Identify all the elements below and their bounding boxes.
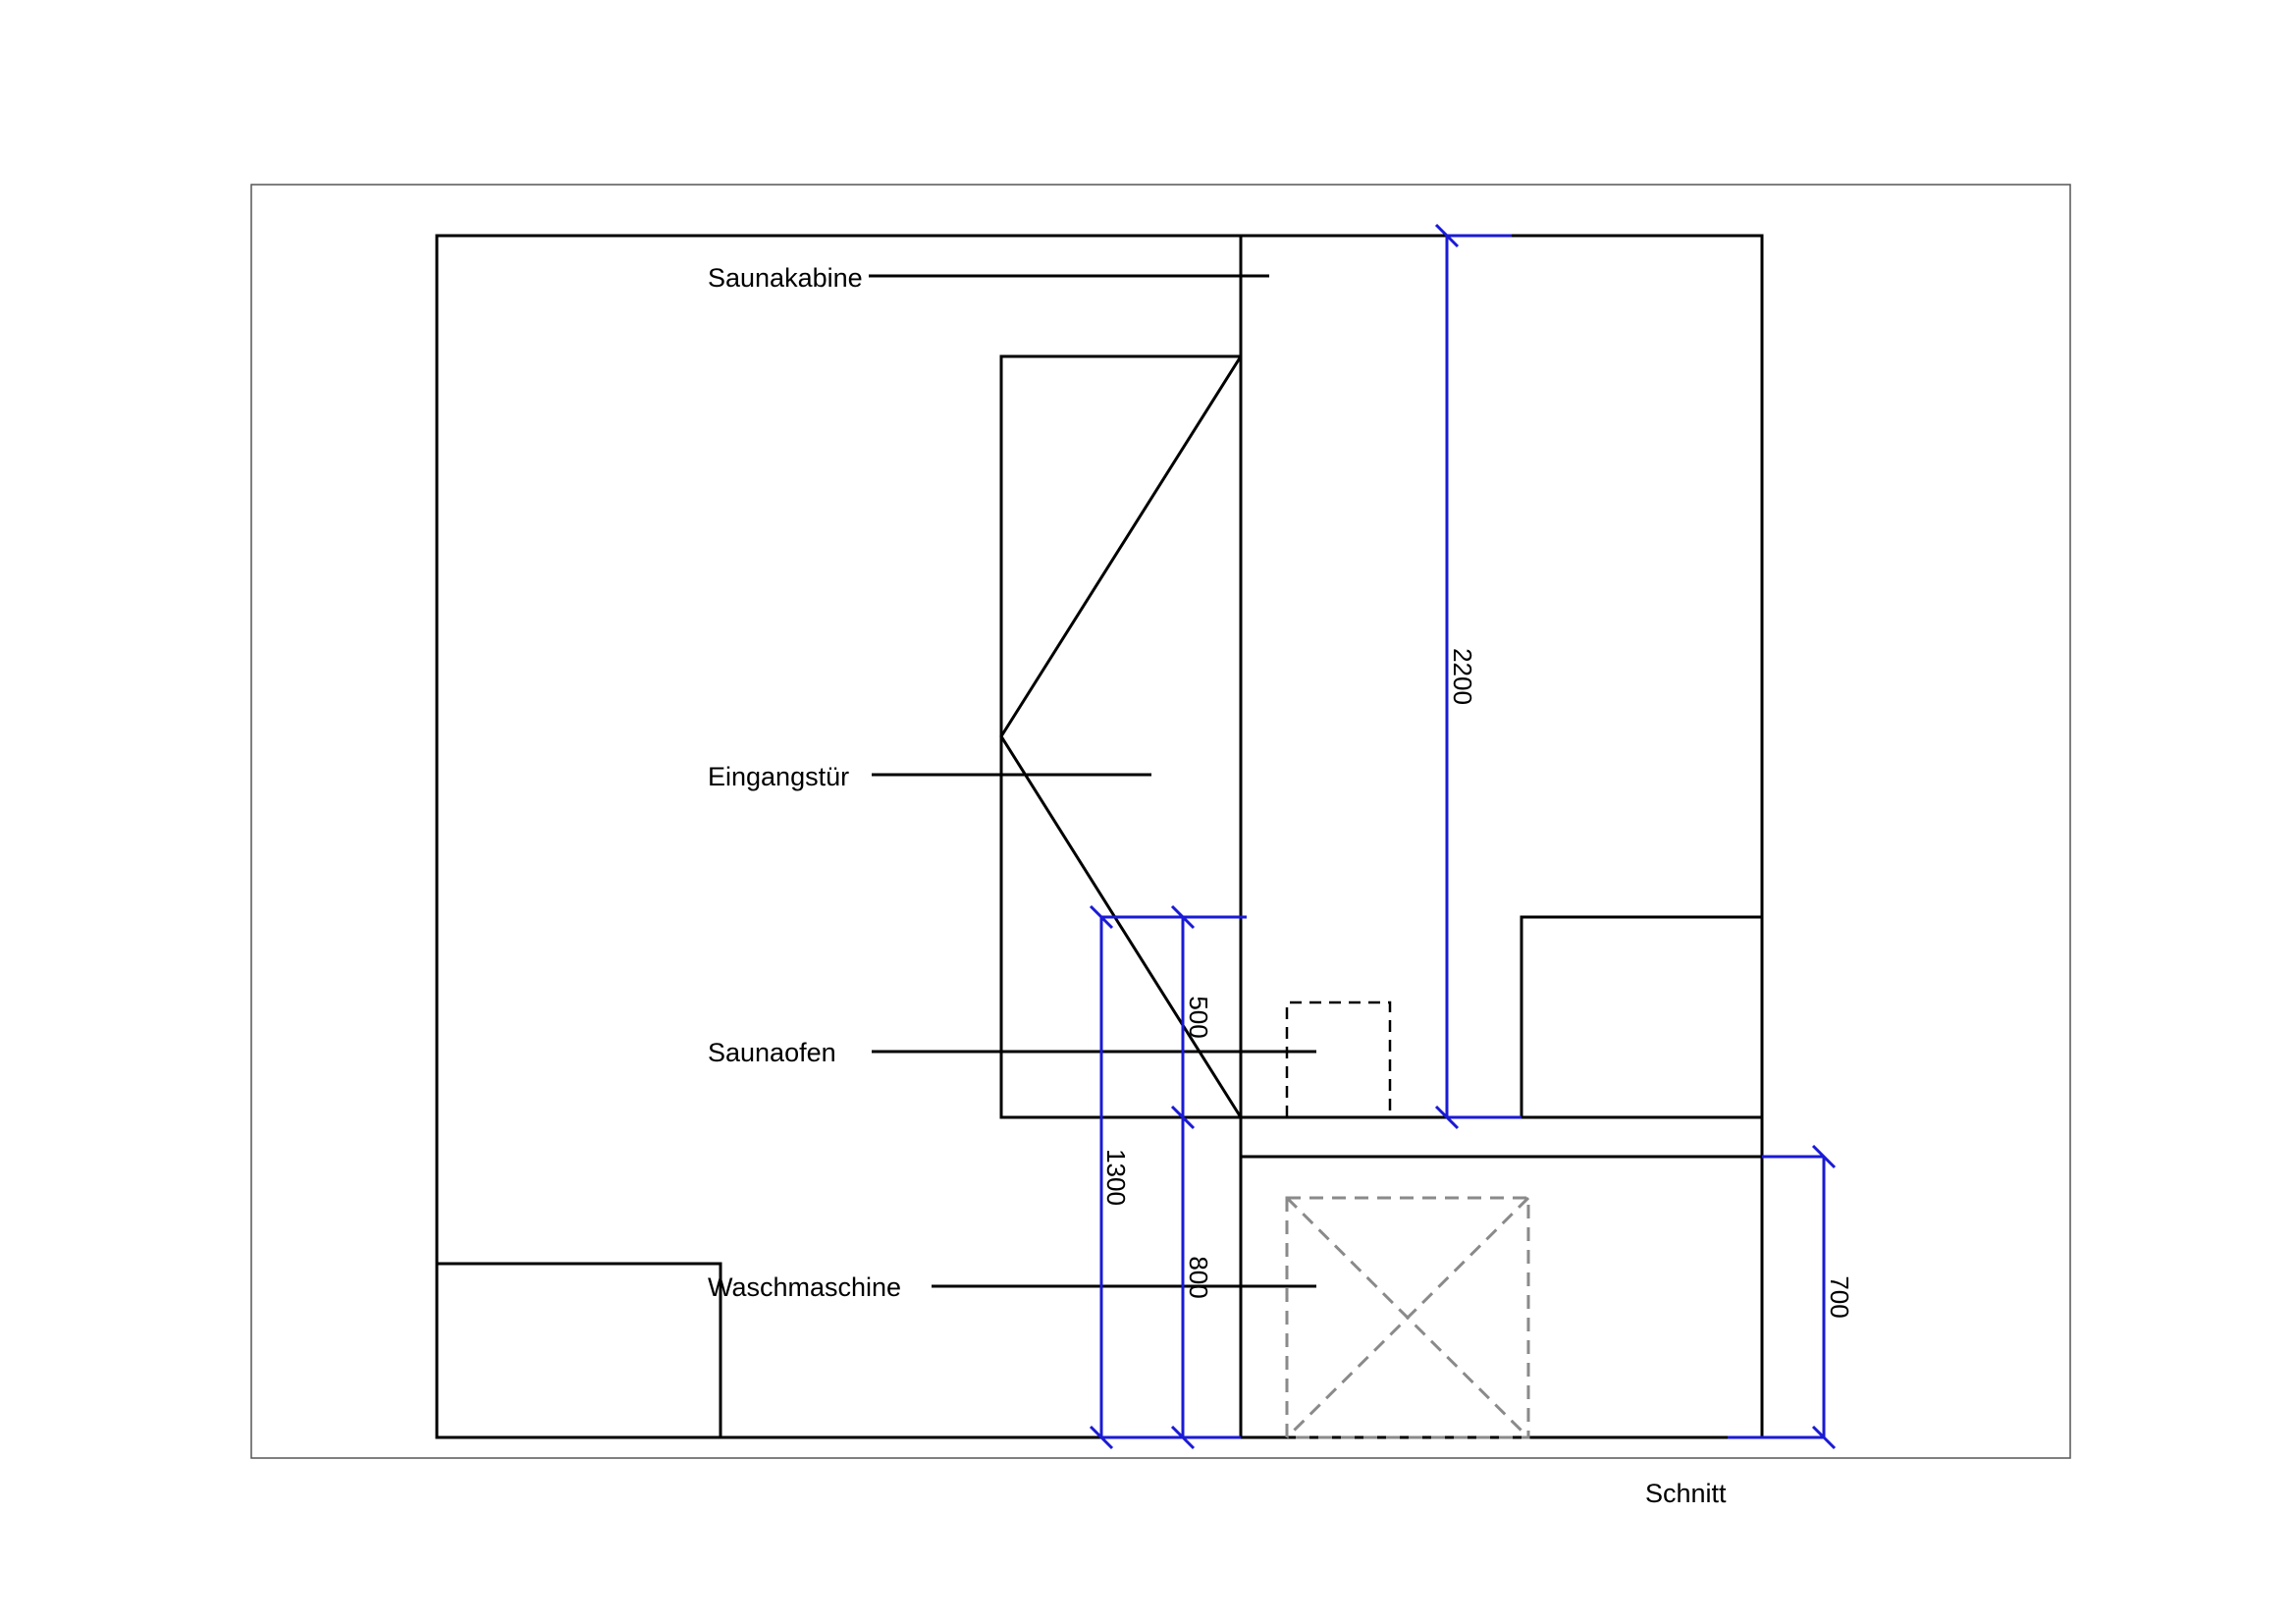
sheet-frame xyxy=(250,184,2071,1459)
sauna-oven xyxy=(1285,1001,1392,1117)
svg-text:2200: 2200 xyxy=(1448,648,1477,705)
svg-text:1300: 1300 xyxy=(1101,1149,1131,1206)
dimension-500-text: 500 xyxy=(1184,996,1213,1038)
washing-machine xyxy=(1285,1196,1530,1439)
floor-box-left xyxy=(437,1262,722,1437)
svg-text:700: 700 xyxy=(1825,1275,1854,1318)
view-title: Schnitt xyxy=(1645,1479,1727,1508)
room-outline xyxy=(435,234,1764,1439)
label-saunaofen: Saunaofen xyxy=(708,1038,836,1067)
door-swing xyxy=(999,355,1243,1118)
dimension-500-800 xyxy=(1170,904,1247,1450)
dimension-1300: 1300 xyxy=(1089,904,1247,1450)
dimension-800-text: 800 xyxy=(1184,1256,1213,1298)
dimension-700: 700 xyxy=(1728,1144,1854,1450)
label-waschmaschine: Waschmaschine xyxy=(708,1272,901,1302)
label-eingangstuer: Eingangstür xyxy=(708,762,849,791)
dimension-2200: 2200 xyxy=(1434,223,1522,1130)
label-saunakabine: Saunakabine xyxy=(708,263,863,293)
bench-box xyxy=(1520,915,1762,1117)
